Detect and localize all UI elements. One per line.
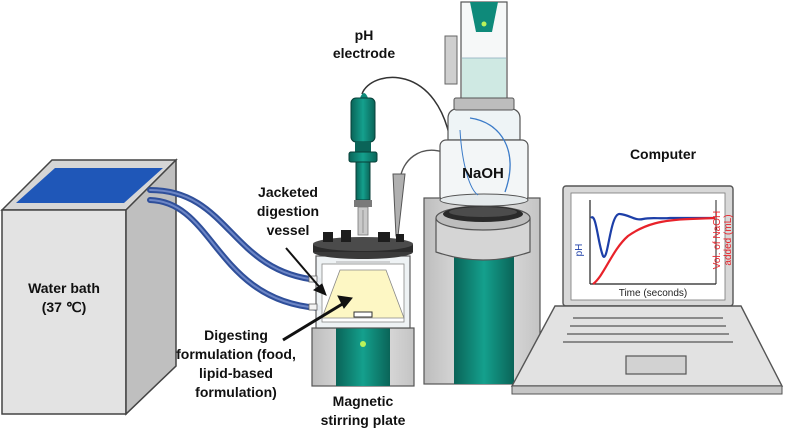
vessel-label-3: vessel [267,222,310,238]
naoh-volume-curve [592,216,716,285]
water-bath-label-1: Water bath [28,280,100,296]
screen-volume-axis-label-1: Vol. of NaOH [712,211,723,269]
stirrer-label-1: Magnetic [333,393,394,409]
naoh-reservoir [439,107,529,207]
magnetic-stirring-plate [311,327,415,387]
formulation-label-3: lipid-based [199,365,273,381]
laptop-keyboard [563,317,733,343]
ph-electrode-label-2: electrode [333,45,395,61]
water-bath [0,158,178,416]
laptop-touchpad [625,355,687,375]
titration-curve-chart: pH Time (seconds) Vol. of NaOH added (mL… [574,200,734,299]
laptop-screen [570,192,726,301]
laptop [510,185,784,395]
formulation-label-1: Digesting [204,327,268,343]
formulation-label-4: formulation) [195,384,277,400]
burette-indicator-light [481,21,487,27]
computer-label: Computer [630,146,697,162]
water-bath-label-2: (37 ℃) [42,299,87,315]
ph-electrode-label-1: pH [355,27,374,43]
formulation-label-2: formulation (food, [176,346,296,362]
stirrer-label-2: stirring plate [321,412,406,428]
titrator-unit [423,197,541,385]
water-surface [16,168,163,203]
jacketed-vessel [308,230,413,329]
screen-ph-axis-label: pH [574,244,585,257]
vessel-label-1: Jacketed [258,184,318,200]
indicator-light [360,341,366,347]
naoh-label: NaOH [462,165,504,182]
water-tubes [147,187,321,311]
ph-electrode [348,76,461,236]
screen-time-axis-label: Time (seconds) [619,288,688,299]
pointer-arrows [282,247,353,342]
labels: pH electrode NaOH Computer Water bath (3… [28,27,697,428]
vessel-label-2: digestion [257,203,319,219]
burette [444,1,515,111]
screen-volume-axis-label-2: added (mL) [723,214,734,265]
ph-curve [590,212,715,258]
stir-bar [353,311,373,318]
